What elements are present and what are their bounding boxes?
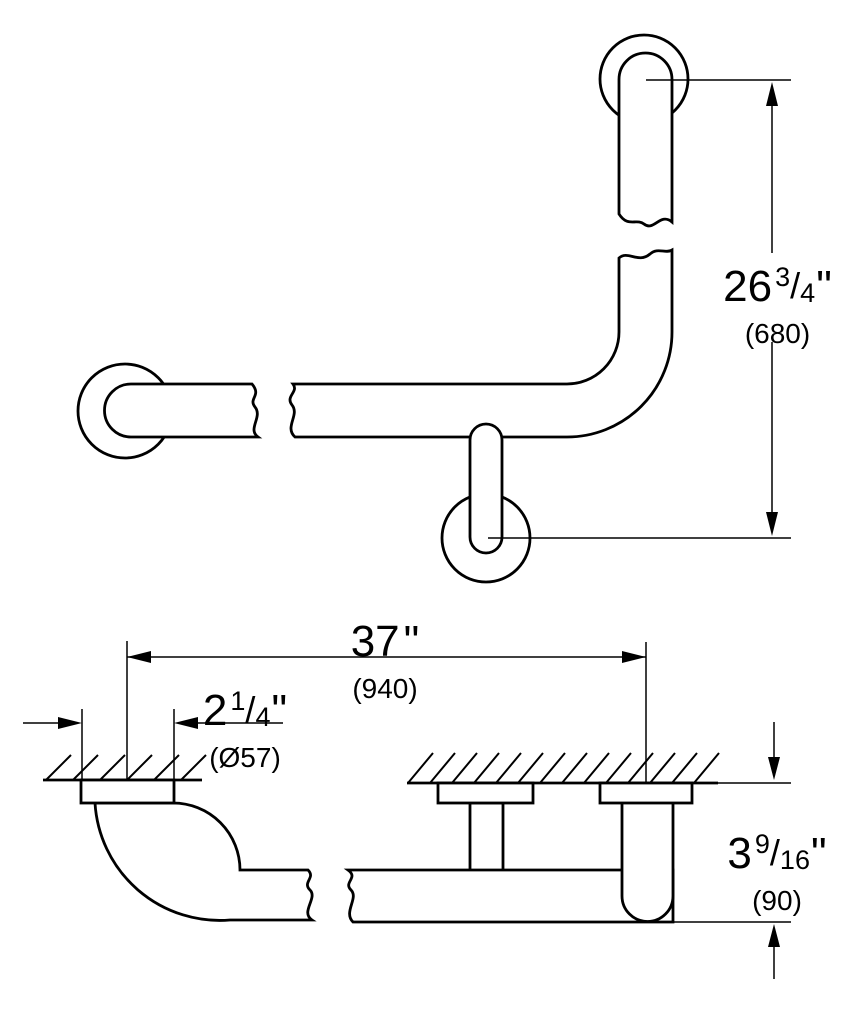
arrowhead-up-out: [768, 924, 780, 947]
side-support-post: [468, 801, 505, 872]
front-view: [76, 33, 690, 584]
arrowhead-right-in: [58, 717, 82, 729]
arrowhead-down: [766, 512, 778, 536]
side-middle-flange: [436, 781, 535, 805]
front-bar-horizontal-left: [103, 382, 263, 439]
dimension-length-value: 37": [350, 617, 420, 666]
wall-hatching-left: [45, 754, 207, 781]
side-view-dimensions: [23, 641, 791, 979]
dimension-clearance-metric: (90): [752, 885, 802, 916]
side-view: [43, 752, 720, 924]
front-bottom-post: [468, 422, 504, 555]
dimension-flange-metric: (Ø57): [209, 742, 281, 773]
dimension-length-label: 37" (940): [310, 610, 460, 704]
side-right-flange: [598, 781, 694, 805]
front-bar-elbow: [288, 247, 674, 439]
wall-hatching-right: [407, 752, 720, 784]
dimension-length-metric: (940): [352, 673, 418, 704]
arrowhead-left: [127, 651, 151, 663]
front-view-dimension: [488, 79, 791, 539]
side-left-flange: [79, 778, 176, 805]
side-bar-horizontal: [343, 868, 675, 924]
side-bar-curved-end: [93, 801, 317, 922]
dimension-height-metric: (680): [744, 318, 811, 349]
arrowhead-up: [766, 82, 778, 106]
front-bar-vertical-upper: [617, 51, 674, 228]
arrowhead-down-out: [768, 757, 780, 780]
side-bar-vertical-member: [620, 803, 675, 923]
arrowhead-right: [622, 651, 646, 663]
arrowhead-left-in: [174, 717, 198, 729]
